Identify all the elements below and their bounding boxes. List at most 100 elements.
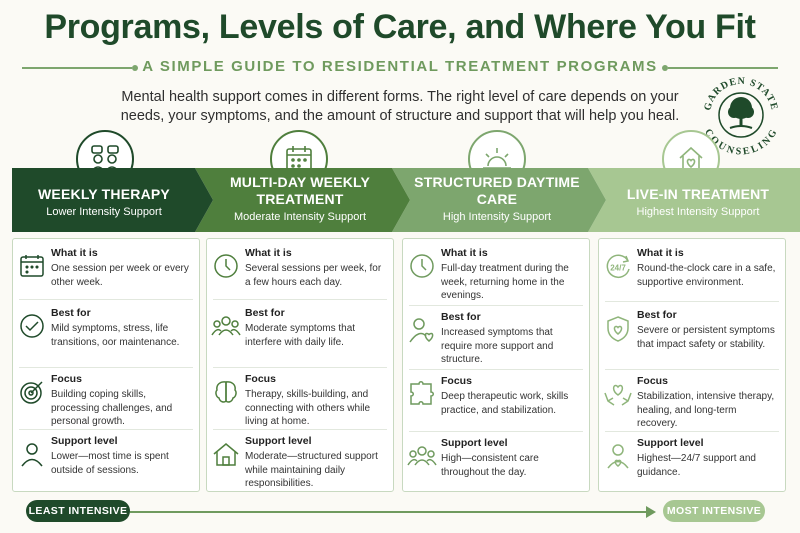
subtitle-dot-right [662,65,668,71]
person-heart-icon [409,318,434,343]
row-text: Highest—24/7 support and guidance. [637,453,756,478]
card-structured-daytime: What it is Full-day treatment during the … [402,238,590,492]
row-text: Severe or persistent symptoms that impac… [637,325,775,350]
banner-live-in-text: LIVE-IN TREATMENT Highest Intensity Supp… [608,178,788,218]
group-icon [211,316,241,336]
group-icon [407,446,437,466]
row-heading: Best for [637,309,677,321]
icon-24-7-label: 24/7 [610,264,626,273]
banner-live-in-title: LIVE-IN TREATMENT [626,186,770,202]
target-icon [20,381,43,404]
list-item: What it is One session per week or every … [13,247,199,289]
banner-weekly-title: WEEKLY THERAPY [38,186,170,202]
tree-icon [728,97,754,129]
banner-live-in-subtitle: Highest Intensity Support [636,206,760,218]
banner-structured-text: STRUCTURED DAYTIME CARE High Intensity S… [412,174,582,223]
most-intensive-label: MOST INTENSIVE [663,500,765,522]
level-banners [12,168,800,232]
row-text: Stabilization, intensive therapy, healin… [637,391,775,429]
banner-weekly [12,168,213,232]
banner-multi-day [195,168,410,232]
banner-live-in [588,168,800,232]
row-heading: What it is [441,247,488,259]
person-icon [21,443,43,467]
row-heading: Support level [637,437,704,449]
row-heading: Focus [637,375,668,387]
calendar-icon [20,255,44,277]
row-text: Full-day treatment during the week, retu… [441,263,569,301]
check-circle-icon [20,314,44,338]
row-heading: Best for [51,307,91,319]
list-item: What it is Several sessions per week, for… [207,247,393,289]
banner-weekly-subtitle: Lower Intensity Support [46,206,162,218]
intro-text: Mental health support comes in different… [120,89,680,124]
intensity-scale: LEAST INTENSIVE MOST INTENSIVE [0,500,800,524]
row-heading: Focus [245,373,276,385]
banner-structured-subtitle: High Intensity Support [442,211,552,223]
subtitle-dot-left [132,65,138,71]
row-text: High—consistent care throughout the day. [441,453,539,478]
row-heading: What it is [51,247,98,259]
24-7-icon: 24/7 [606,254,630,278]
banner-multi-day-title: MULTI-DAY WEEKLY TREATMENT [229,174,371,207]
row-text: Deep therapeutic work, skills practice, … [441,391,569,416]
row-text: Moderate symptoms that interfere with da… [245,323,356,348]
row-text: Round-the-clock care in a safe, supporti… [637,263,776,288]
puzzle-icon [410,381,434,405]
row-heading: Support level [51,435,118,447]
subtitle-row: A SIMPLE GUIDE TO RESIDENTIAL TREATMENT … [0,58,800,78]
garden-state-counseling-logo: GARDEN STATE COUNSELING [700,74,782,158]
banner-multi-day-text: MULTI-DAY WEEKLY TREATMENT Moderate Inte… [215,174,385,223]
row-text: Mild symptoms, stress, life transitions,… [51,323,180,348]
row-heading: What it is [637,247,684,259]
list-item: 24/7 What it is Round-the-clock care in a… [599,247,785,289]
page-subtitle: A SIMPLE GUIDE TO RESIDENTIAL TREATMENT … [142,58,658,75]
row-text: Lower—most time is spent outside of sess… [51,451,169,476]
page-title: Programs, Levels of Care, and Where You … [44,8,756,46]
row-heading: Support level [441,437,508,449]
brain-icon [215,381,237,403]
clock-icon [214,254,238,278]
row-text: Several sessions per week, for a few hou… [245,263,382,288]
house-icon [213,443,239,466]
row-text: Moderate—structured support while mainta… [245,451,378,489]
banner-weekly-text: WEEKLY THERAPY Lower Intensity Support [14,178,194,218]
card-weekly-therapy: What it is One session per week or every … [12,238,200,492]
row-heading: Best for [245,307,285,319]
shield-heart-icon [607,316,629,342]
subtitle-divider-left [22,67,132,69]
card-multi-day-weekly: What it is Several sessions per week, for… [206,238,394,492]
row-heading: Best for [441,311,481,323]
least-intensive-label: LEAST INTENSIVE [26,500,130,522]
row-heading: Support level [245,435,312,447]
hands-heart-icon [604,384,632,406]
row-text: One session per week or every other week… [51,263,189,288]
person-heart-icon [607,444,629,469]
banner-structured-daytime [392,168,606,232]
row-heading: Focus [51,373,82,385]
row-text: Therapy, skills-building, and connecting… [245,389,371,427]
card-live-in-treatment: 24/7 What it is Round-the-clock care in a… [598,238,786,492]
arrow-right-icon [646,506,656,518]
row-heading: Focus [441,375,472,387]
row-text: Building coping skills, processing chall… [51,389,173,427]
clock-icon [410,254,434,278]
banner-structured-title: STRUCTURED DAYTIME CARE [414,174,580,207]
subtitle-divider-right [668,67,778,69]
list-item: What it is Full-day treatment during the … [403,247,589,303]
row-heading: What it is [245,247,292,259]
banner-multi-day-subtitle: Moderate Intensity Support [233,211,367,223]
row-text: Increased symptoms that require more sup… [441,327,554,365]
